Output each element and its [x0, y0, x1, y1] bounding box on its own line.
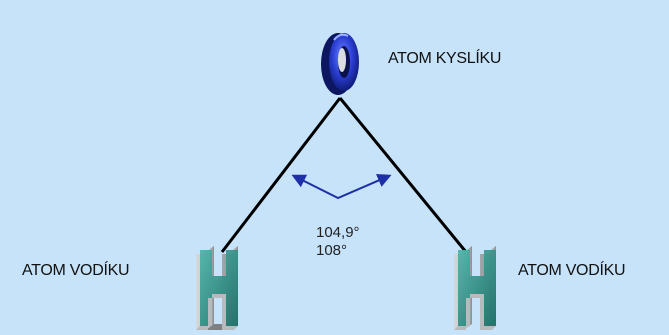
- bond-angle-value-2: 108°: [316, 242, 348, 259]
- bond-left: [220, 97, 342, 253]
- bond-angle-value-1: 104,9°: [316, 224, 360, 241]
- hydrogen-left-atom-label: ATOM VODÍKU: [22, 262, 130, 279]
- oxygen-atom-icon: [321, 33, 359, 95]
- bond-angle-arrow: [291, 174, 392, 200]
- hydrogen-right-atom-label: ATOM VODÍKU: [518, 262, 626, 279]
- hydrogen-left-atom-icon: [196, 246, 238, 330]
- bond-right: [338, 97, 468, 253]
- oxygen-atom-label: ATOM KYSLÍKU: [388, 50, 502, 67]
- hydrogen-right-atom-icon: [454, 246, 496, 330]
